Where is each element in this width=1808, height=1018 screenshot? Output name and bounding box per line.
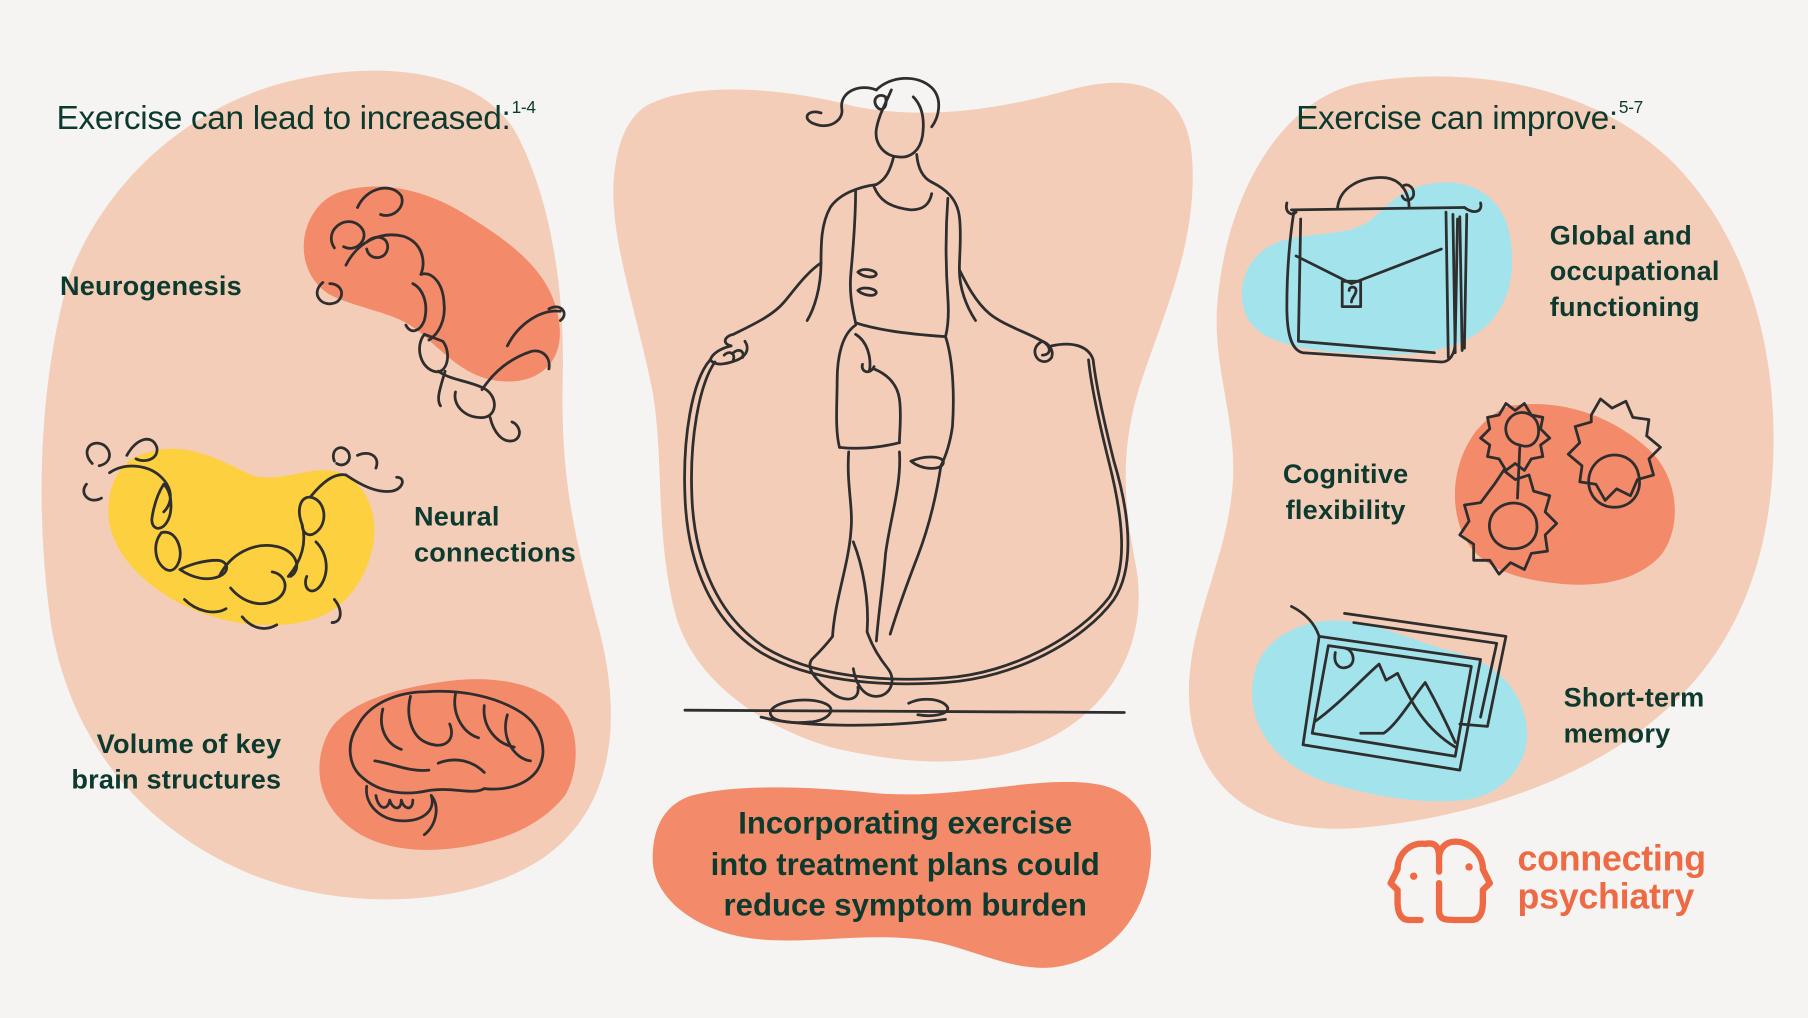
label-line: occupational <box>1549 255 1720 286</box>
logo-line-2: psychiatry <box>1517 876 1694 917</box>
label-line: functioning <box>1549 291 1700 322</box>
briefcase-icon <box>1285 176 1483 364</box>
right-heading: Exercise can improve:5-7 <box>1296 98 1643 138</box>
right-heading-text: Exercise can improve: <box>1296 100 1618 138</box>
label-neurogenesis: Neurogenesis <box>60 269 242 305</box>
label-line: Cognitive <box>1282 458 1409 489</box>
gears-blob <box>1454 404 1675 585</box>
brain-icon <box>348 689 545 837</box>
label-line: Neural <box>413 501 500 532</box>
logo-wordmark: connecting psychiatry <box>1517 838 1706 917</box>
left-heading: Exercise can lead to increased:1-4 <box>57 98 536 138</box>
right-heading-reference: 5-7 <box>1618 97 1643 118</box>
gears-icon <box>1458 397 1662 576</box>
center-panel-blob <box>613 82 1193 762</box>
callout-text: Incorporating exercise into treatment pl… <box>657 804 1153 927</box>
label-line: Short-term <box>1563 682 1705 713</box>
label-line: Neurogenesis <box>59 270 242 301</box>
callout-line: reduce symptom burden <box>723 887 1087 923</box>
callout-line: into treatment plans could <box>710 846 1100 882</box>
label-brain-volume: Volume of key brain structures <box>46 726 281 797</box>
neurogenesis-blob <box>303 186 560 382</box>
two-heads-icon <box>1387 838 1493 924</box>
neural-chain-icon <box>82 437 404 630</box>
left-heading-text: Exercise can lead to increased: <box>56 100 511 138</box>
label-line: brain structures <box>71 764 282 795</box>
label-short-term-memory: Short-term memory <box>1564 680 1705 751</box>
callout-blob <box>652 781 1151 968</box>
briefcase-blob <box>1241 182 1513 355</box>
label-line: Global and <box>1549 220 1693 251</box>
neuron-icon <box>315 186 566 443</box>
label-line: memory <box>1563 718 1671 749</box>
photo-frames-icon <box>1290 605 1508 772</box>
label-line: Volume of key <box>96 728 282 759</box>
callout-line: Incorporating exercise <box>738 805 1073 841</box>
label-global-functioning: Global and occupational functioning <box>1550 218 1720 325</box>
left-heading-reference: 1-4 <box>511 97 536 118</box>
logo-eyes <box>1410 863 1473 880</box>
logo-line-1: connecting <box>1517 838 1706 879</box>
label-line: connections <box>413 537 577 568</box>
label-line: flexibility <box>1285 494 1406 525</box>
label-neural-connections: Neural connections <box>414 499 576 570</box>
neural-connections-blob <box>108 448 375 626</box>
woman-jumping-rope-icon <box>683 76 1130 727</box>
label-cognitive-flexibility: Cognitive flexibility <box>1268 457 1423 528</box>
